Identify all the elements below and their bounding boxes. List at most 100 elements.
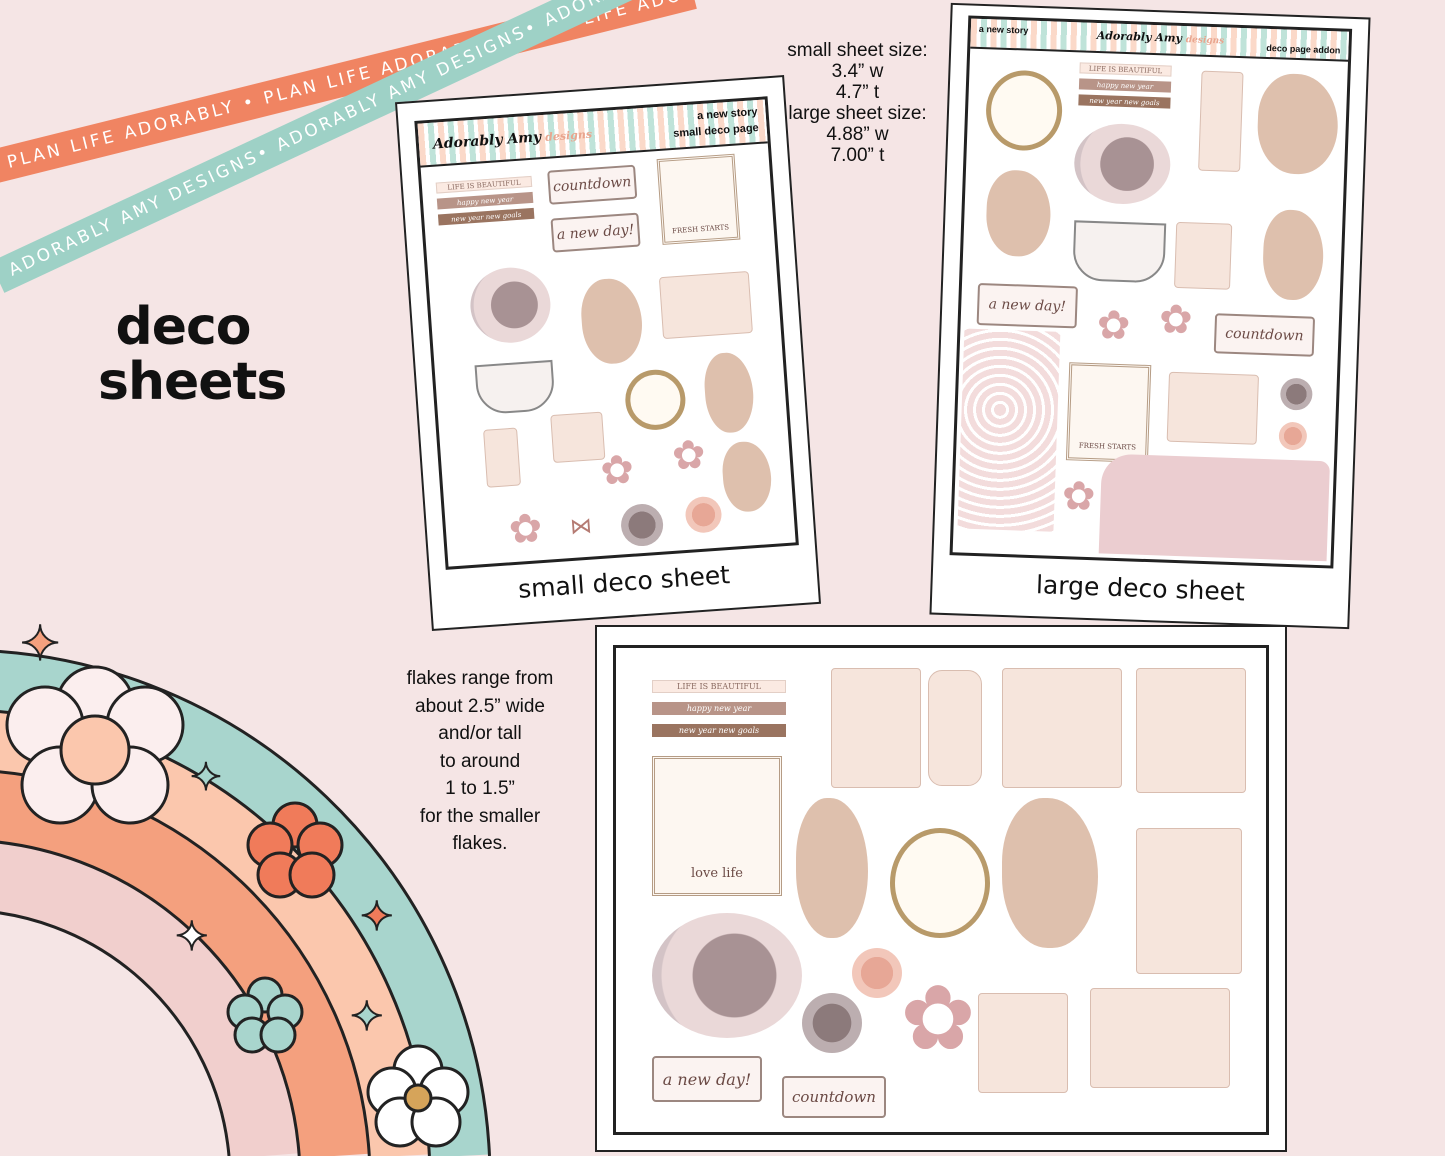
sticker-fresh-starts: FRESH STARTS xyxy=(656,153,741,245)
flakes-sheet: LIFE IS BEAUTIFUL happy new year new yea… xyxy=(613,645,1269,1135)
sticker-new-year-goals: new year new goals xyxy=(1078,94,1171,109)
rainbow-illustration: ✦ ✦ ✦ ✦ ✦ xyxy=(0,617,491,1156)
sticker-a-new-day: a new day! xyxy=(652,1056,762,1102)
sticker-happy-new-year: happy new year xyxy=(1078,78,1172,93)
wax-seal-sticker xyxy=(852,948,902,998)
flower-blob-sticker xyxy=(1256,72,1340,176)
flower-blob-sticker xyxy=(796,798,868,938)
sparkle-icon: ✦ xyxy=(175,915,209,959)
logo-group: Adorably Amy designs xyxy=(432,126,592,153)
sheet-header: a new story Adorably Amy designs deco pa… xyxy=(970,18,1350,62)
moon-sticker xyxy=(467,264,553,346)
butterfly-icon: ✿ xyxy=(1061,473,1097,521)
sticker-countdown: countdown xyxy=(547,164,638,205)
logo-group: Adorably Amy designs xyxy=(1097,29,1225,46)
size-value: 4.7” t xyxy=(835,82,880,103)
tag-sticker xyxy=(978,993,1068,1093)
sticker-fresh-starts: FRESH STARTS xyxy=(1065,362,1152,464)
lace-flake xyxy=(957,328,1061,532)
note-line: about 2.5” wide xyxy=(415,695,545,717)
teal-flower-icon xyxy=(226,976,304,1054)
logo: Adorably Amy xyxy=(432,129,542,153)
sticker-happy-new-year: happy new year xyxy=(436,191,534,210)
header-text: small deco page xyxy=(672,121,760,140)
sticker-countdown: countdown xyxy=(1213,313,1316,357)
moon-sticker xyxy=(652,913,802,1038)
flower-blob-sticker xyxy=(702,351,756,435)
title-line: sheets xyxy=(98,352,287,412)
header-text: a new story xyxy=(696,105,758,123)
bow-icon: ⋈ xyxy=(569,513,593,540)
title-line: deco xyxy=(115,297,251,357)
book-sticker xyxy=(1090,988,1230,1088)
butterfly-icon: ✿ xyxy=(1096,302,1132,350)
sparkle-icon: ✦ xyxy=(190,757,222,799)
sparkle-icon: ✦ xyxy=(350,995,384,1039)
header-text: a new story xyxy=(978,23,1029,36)
book-sticker xyxy=(658,270,753,340)
size-value: 7.00” t xyxy=(830,145,885,166)
sparkle-icon: ✦ xyxy=(20,618,60,671)
orange-flower-icon xyxy=(246,801,344,899)
note-line: for the smaller xyxy=(419,805,541,827)
small-sheet: Adorably Amy designs a new story small d… xyxy=(414,96,799,570)
butterfly-icon: ✿ xyxy=(598,446,636,495)
sticker-new-year-goals: new year new goals xyxy=(437,207,535,226)
sticker-happy-new-year: happy new year xyxy=(652,702,786,715)
size-label: large sheet size: xyxy=(788,103,927,124)
flower-blob-sticker xyxy=(720,440,774,514)
size-label: small sheet size: xyxy=(787,40,928,61)
sticker-love-life: love life xyxy=(652,756,782,896)
teacup-sticker xyxy=(474,359,556,416)
note-line: 1 to 1.5” xyxy=(445,778,515,799)
flakes-card: LIFE IS BEAUTIFUL happy new year new yea… xyxy=(595,625,1287,1152)
flower-vase-sticker xyxy=(1136,668,1246,793)
flower-blob-sticker xyxy=(985,169,1052,258)
scrapbook-sticker xyxy=(1136,828,1242,974)
flower-tag-sticker xyxy=(483,427,522,488)
wax-seal-sticker xyxy=(1278,421,1308,451)
sticker-life-is-beautiful: LIFE IS BEAUTIFUL xyxy=(1079,62,1172,77)
size-value: 3.4” w xyxy=(831,61,884,82)
butterfly-icon: ✿ xyxy=(507,505,544,554)
wax-seal-sticker xyxy=(802,993,862,1053)
sticker-countdown: countdown xyxy=(782,1076,886,1118)
wax-seal-sticker xyxy=(619,502,665,548)
pocket-watch-sticker xyxy=(623,367,688,432)
planner-clipboard-sticker xyxy=(831,668,921,788)
pocket-watch-sticker xyxy=(984,69,1064,152)
large-sheet-caption: large deco sheet xyxy=(1035,570,1246,607)
flower-blob-sticker xyxy=(1261,208,1325,301)
smiley-flower-icon xyxy=(5,665,185,825)
butterfly-icon: ✿ xyxy=(1158,296,1194,344)
header-text: deco page addon xyxy=(1266,42,1341,56)
rainbow-band-pink xyxy=(0,842,299,1156)
large-sheet: a new story Adorably Amy designs deco pa… xyxy=(949,15,1353,569)
pink-paper-flake xyxy=(1098,453,1331,562)
sticker-life-is-beautiful: LIFE IS BEAUTIFUL xyxy=(652,680,786,693)
butterfly-icon: ✿ xyxy=(670,431,708,480)
sticker-a-new-day: a new day! xyxy=(550,212,641,253)
logo: Adorably Amy xyxy=(1096,28,1183,45)
note-line: flakes range from xyxy=(406,668,554,689)
flower-tag-sticker xyxy=(928,670,982,786)
size-value: 4.88” w xyxy=(826,124,889,145)
sparkle-icon: ✦ xyxy=(360,895,394,939)
flower-tag-sticker xyxy=(1198,70,1244,173)
tag-sticker xyxy=(1173,221,1233,290)
logo-sub: designs xyxy=(1185,35,1225,47)
logo-sub: designs xyxy=(544,127,593,144)
large-deco-sheet-card: a new story Adorably Amy designs deco pa… xyxy=(929,2,1371,630)
flakes-note: flakes range from about 2.5” wide and/or… xyxy=(380,665,580,858)
flower-blob-sticker xyxy=(578,276,645,366)
flower-blob-sticker xyxy=(1002,798,1098,948)
white-flower-icon xyxy=(366,1044,470,1148)
note-line: to around xyxy=(439,750,521,772)
sticker-life-is-beautiful: LIFE IS BEAUTIFUL xyxy=(435,175,533,194)
butterfly-icon: ✿ xyxy=(900,965,976,1071)
moon-sticker xyxy=(1072,122,1172,206)
book-sticker xyxy=(1166,371,1260,445)
sticker-new-year-goals: new year new goals xyxy=(652,724,786,737)
wax-seal-sticker xyxy=(684,495,723,534)
wax-seal-sticker xyxy=(1279,377,1313,411)
